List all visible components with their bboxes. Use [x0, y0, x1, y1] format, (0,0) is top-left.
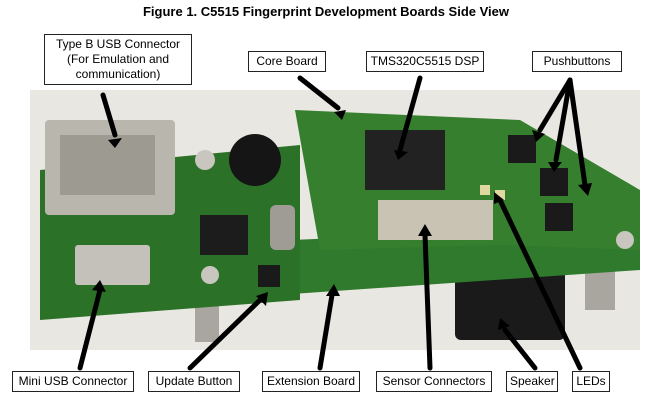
crystal	[270, 205, 295, 250]
arrow-sensor-connectors	[422, 232, 433, 371]
arrow-dsp	[397, 75, 423, 153]
lower-chip	[200, 215, 248, 255]
pushbutton-2	[540, 168, 568, 196]
update-button-part	[258, 265, 280, 287]
usb-b-inner	[60, 135, 155, 195]
arrow-pushbuttons-1	[537, 77, 573, 133]
standoff-right	[585, 270, 615, 310]
led-1	[480, 185, 490, 195]
mini-usb-connector	[75, 245, 150, 285]
label-speaker: Speaker	[506, 371, 558, 392]
label-usb-b: Type B USB Connector (For Emulation and …	[44, 34, 192, 85]
pushbutton-3	[545, 203, 573, 231]
arrow-pushbuttons-3	[567, 77, 588, 188]
buzzer	[229, 134, 281, 186]
arrow-leds	[497, 197, 583, 371]
led-2	[495, 190, 505, 200]
label-dsp: TMS320C5515 DSP	[366, 51, 484, 72]
figure-title: Figure 1. C5515 Fingerprint Development …	[142, 4, 510, 19]
label-extension-board: Extension Board	[262, 371, 360, 392]
arrow-heads	[92, 110, 592, 330]
speaker-body	[455, 270, 565, 340]
screw-1	[195, 150, 215, 170]
label-update-button: Update Button	[148, 371, 240, 392]
label-leds: LEDs	[572, 371, 610, 392]
arrow-extension-board	[317, 292, 335, 371]
screw-3	[616, 231, 634, 249]
label-pushbuttons: Pushbuttons	[532, 51, 622, 72]
pushbutton-1	[508, 135, 536, 163]
arrow-core-board	[297, 75, 341, 111]
screw-2	[201, 266, 219, 284]
annotation-arrows	[77, 75, 588, 371]
arrow-usb-b	[100, 92, 118, 138]
arrow-mini-usb	[77, 287, 103, 371]
label-mini-usb: Mini USB Connector	[12, 371, 134, 392]
label-core-board: Core Board	[248, 51, 326, 72]
label-sensor-connectors: Sensor Connectors	[376, 371, 492, 392]
arrow-update-button	[187, 297, 263, 371]
sensor-connector	[378, 200, 493, 240]
arrow-speaker	[502, 327, 538, 371]
arrow-pushbuttons-2	[553, 77, 573, 163]
